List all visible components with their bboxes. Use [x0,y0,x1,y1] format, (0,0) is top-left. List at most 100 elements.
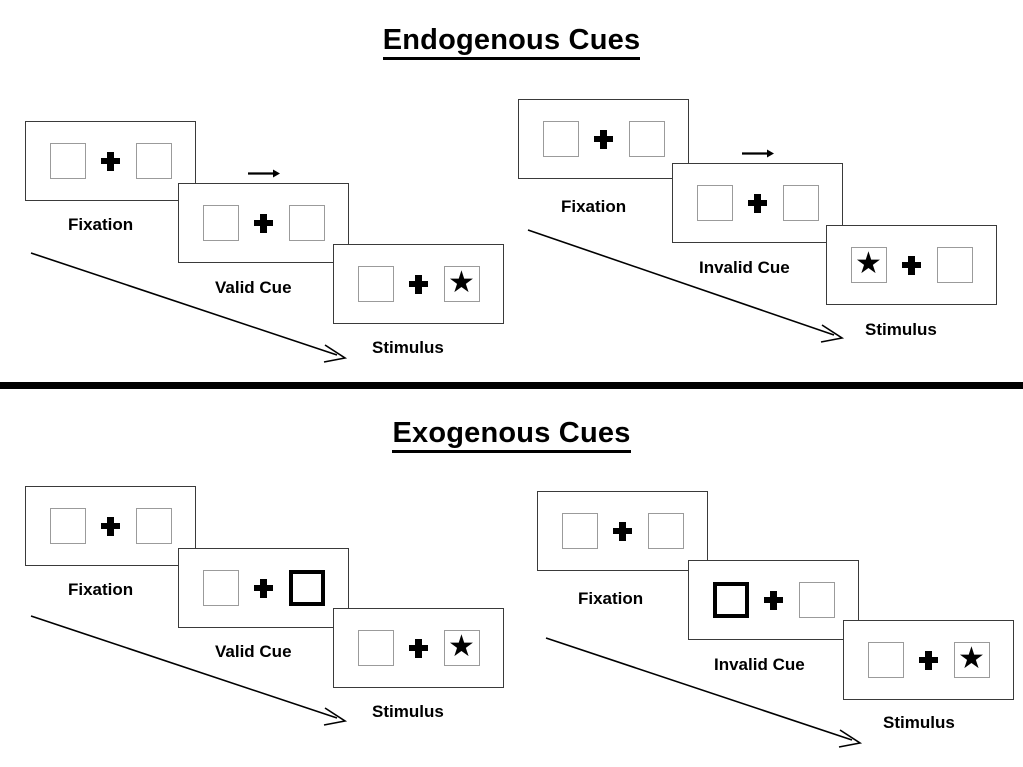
section-title-exogenous: Exogenous Cues [0,417,1023,453]
fixation-cross-icon [254,578,273,598]
star-icon: ★ [958,642,985,675]
caption-exogenous-invalid-stimulus: Stimulus [883,713,955,732]
fixation-area [904,621,954,699]
left-box-with-target: ★ [850,247,887,283]
right-box [135,143,172,179]
section-title-endogenous-text: Endogenous Cues [382,24,641,60]
caption-endogenous-invalid-cue: Invalid Cue [699,258,790,277]
right-box-with-target: ★ [443,266,480,302]
sequence-endogenous-invalid: Fixation Invalid Cue ★ [0,0,1023,380]
fixation-area [733,149,783,242]
caption-endogenous-valid-stimulus: Stimulus [372,338,444,357]
right-box [936,247,973,283]
panel-content [26,122,195,200]
right-box [135,508,172,544]
panel-exogenous-valid-fixation[interactable] [25,486,196,566]
right-box [647,513,684,549]
left-box [561,513,598,549]
caption-exogenous-valid-stimulus: Stimulus [372,702,444,721]
panel-content [689,561,858,639]
flow-arrow-exogenous-invalid [545,637,863,748]
panel-endogenous-valid-cue[interactable] [178,169,349,263]
right-box [288,205,325,241]
panel-exogenous-invalid-stimulus[interactable]: ★ [843,620,1014,700]
right-box [782,185,819,221]
caption-endogenous-invalid-fixation: Fixation [561,197,627,216]
fixation-area [86,487,136,565]
panel-content [179,169,348,262]
fixation-cross-icon [748,193,767,213]
fixation-area [598,492,648,570]
fixation-area [86,122,136,200]
left-box [49,508,86,544]
left-box-cued [712,582,749,618]
fixation-cross-icon [764,590,783,610]
star-icon: ★ [448,630,475,663]
fixation-cross-icon [101,151,120,171]
panel-content [673,149,842,242]
left-box [202,570,239,606]
panel-content: ★ [827,226,996,304]
panel-content: ★ [844,621,1013,699]
star-icon: ★ [448,266,475,299]
fixation-cross-icon [409,274,428,294]
panel-exogenous-invalid-cue[interactable] [688,560,859,640]
right-box-with-target: ★ [953,642,990,678]
panel-content [179,549,348,627]
fixation-cross-icon [919,650,938,670]
sequence-endogenous-valid: Fixation Valid Cue [0,0,520,380]
left-box [202,205,239,241]
left-box [49,143,86,179]
panel-content [26,487,195,565]
panel-exogenous-valid-cue[interactable] [178,548,349,628]
section-title-exogenous-text: Exogenous Cues [392,417,631,453]
panel-content [519,100,688,178]
left-box [696,185,733,221]
fixation-area [887,226,937,304]
caption-exogenous-invalid-fixation: Fixation [578,589,644,608]
fixation-cross-icon [613,521,632,541]
arrow-right-icon [247,169,280,178]
fixation-cross-icon [254,213,273,233]
panel-endogenous-valid-fixation[interactable] [25,121,196,201]
fixation-area [239,169,289,262]
arrow-right-icon [741,149,774,158]
fixation-area [394,609,444,687]
fixation-cross-icon [409,638,428,658]
panel-endogenous-valid-stimulus[interactable]: ★ [333,244,504,324]
sequence-exogenous-valid: Fixation Valid Cue ★ [25,486,504,726]
fixation-area [749,561,799,639]
panel-content: ★ [334,245,503,323]
caption-endogenous-valid-fixation: Fixation [68,215,134,234]
panel-endogenous-invalid-fixation[interactable] [518,99,689,179]
panel-content [538,492,707,570]
fixation-area [239,549,289,627]
left-box [357,266,394,302]
left-box [357,630,394,666]
panel-exogenous-invalid-fixation[interactable] [537,491,708,571]
section-divider [0,382,1023,389]
caption-exogenous-invalid-cue: Invalid Cue [714,655,805,674]
right-box-with-target: ★ [443,630,480,666]
panel-content: ★ [334,609,503,687]
left-box [867,642,904,678]
fixation-cross-icon [902,255,921,275]
right-box [798,582,835,618]
fixation-cross-icon [101,516,120,536]
star-icon: ★ [855,247,882,280]
caption-endogenous-valid-cue: Valid Cue [215,278,292,297]
caption-exogenous-valid-cue: Valid Cue [215,642,292,661]
fixation-area [579,100,629,178]
right-box-cued [288,570,325,606]
left-box [542,121,579,157]
panel-exogenous-valid-stimulus[interactable]: ★ [333,608,504,688]
fixation-area [394,245,444,323]
caption-endogenous-invalid-stimulus: Stimulus [865,320,937,339]
right-box [628,121,665,157]
fixation-cross-icon [594,129,613,149]
panel-endogenous-invalid-cue[interactable] [672,149,843,243]
caption-exogenous-valid-fixation: Fixation [68,580,134,599]
panel-endogenous-invalid-stimulus[interactable]: ★ [826,225,997,305]
